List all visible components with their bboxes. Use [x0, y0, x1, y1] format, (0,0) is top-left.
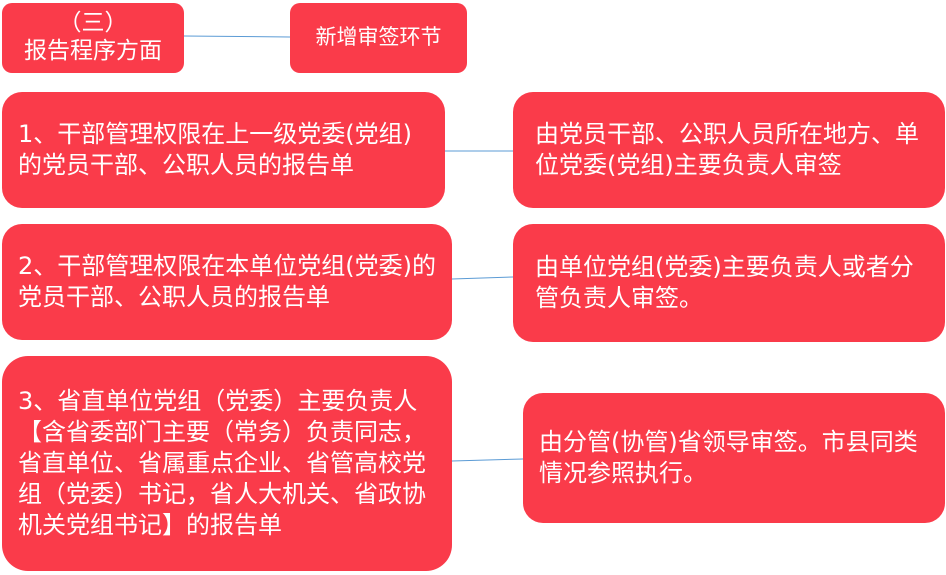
approval-text-2: 由单位党组(党委)主要负责人或者分管负责人审签。 [535, 252, 914, 312]
scope-box-1: 1、干部管理权限在上一级党委(党组)的党员干部、公职人员的报告单 [2, 92, 445, 208]
section-box: （三） 报告程序方面 [2, 3, 184, 73]
topic-box: 新增审签环节 [290, 3, 467, 73]
approval-text-1: 由党员干部、公职人员所在地方、单位党委(党组)主要负责人审签 [535, 119, 919, 179]
scope-text-1: 1、干部管理权限在上一级党委(党组)的党员干部、公职人员的报告单 [18, 119, 412, 179]
connector-header [183, 35, 291, 38]
connector-rule-3 [451, 458, 524, 462]
approval-text-3: 由分管(协管)省领导审签。市县同类情况参照执行。 [539, 427, 918, 487]
scope-box-3: 3、省直单位党组（党委）主要负责人【含省委部门主要（常务）负责同志，省直单位、省… [2, 356, 452, 571]
approval-box-2: 由单位党组(党委)主要负责人或者分管负责人审签。 [513, 224, 945, 342]
scope-box-2: 2、干部管理权限在本单位党组(党委)的党员干部、公职人员的报告单 [2, 224, 452, 340]
approval-box-1: 由党员干部、公职人员所在地方、单位党委(党组)主要负责人审签 [513, 92, 945, 208]
approval-box-3: 由分管(协管)省领导审签。市县同类情况参照执行。 [523, 393, 945, 523]
scope-text-2: 2、干部管理权限在本单位党组(党委)的党员干部、公职人员的报告单 [18, 251, 436, 311]
topic-label: 新增审签环节 [315, 25, 442, 50]
section-label: （三） 报告程序方面 [24, 10, 162, 64]
connector-rule-2 [451, 276, 514, 280]
scope-text-3: 3、省直单位党组（党委）主要负责人【含省委部门主要（常务）负责同志，省直单位、省… [18, 386, 426, 540]
